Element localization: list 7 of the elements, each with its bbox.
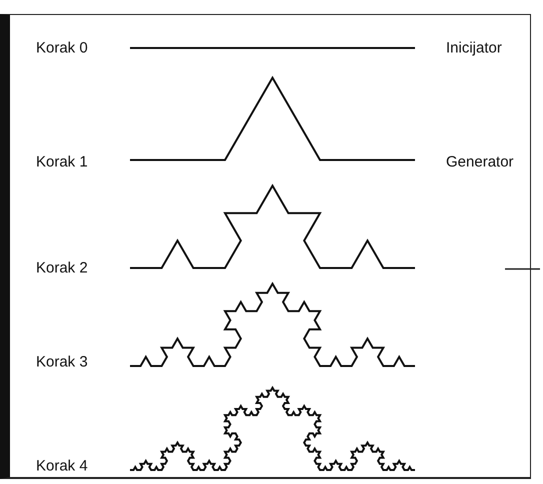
step-label: Korak 1 <box>36 154 88 170</box>
step-label: Korak 0 <box>36 40 88 56</box>
step-label: Inicijator <box>446 40 502 56</box>
step-label: Korak 4 <box>36 458 88 474</box>
step-label: Korak 2 <box>36 260 88 276</box>
step-label: Korak 3 <box>36 354 88 370</box>
step-label: Generator <box>446 154 514 170</box>
